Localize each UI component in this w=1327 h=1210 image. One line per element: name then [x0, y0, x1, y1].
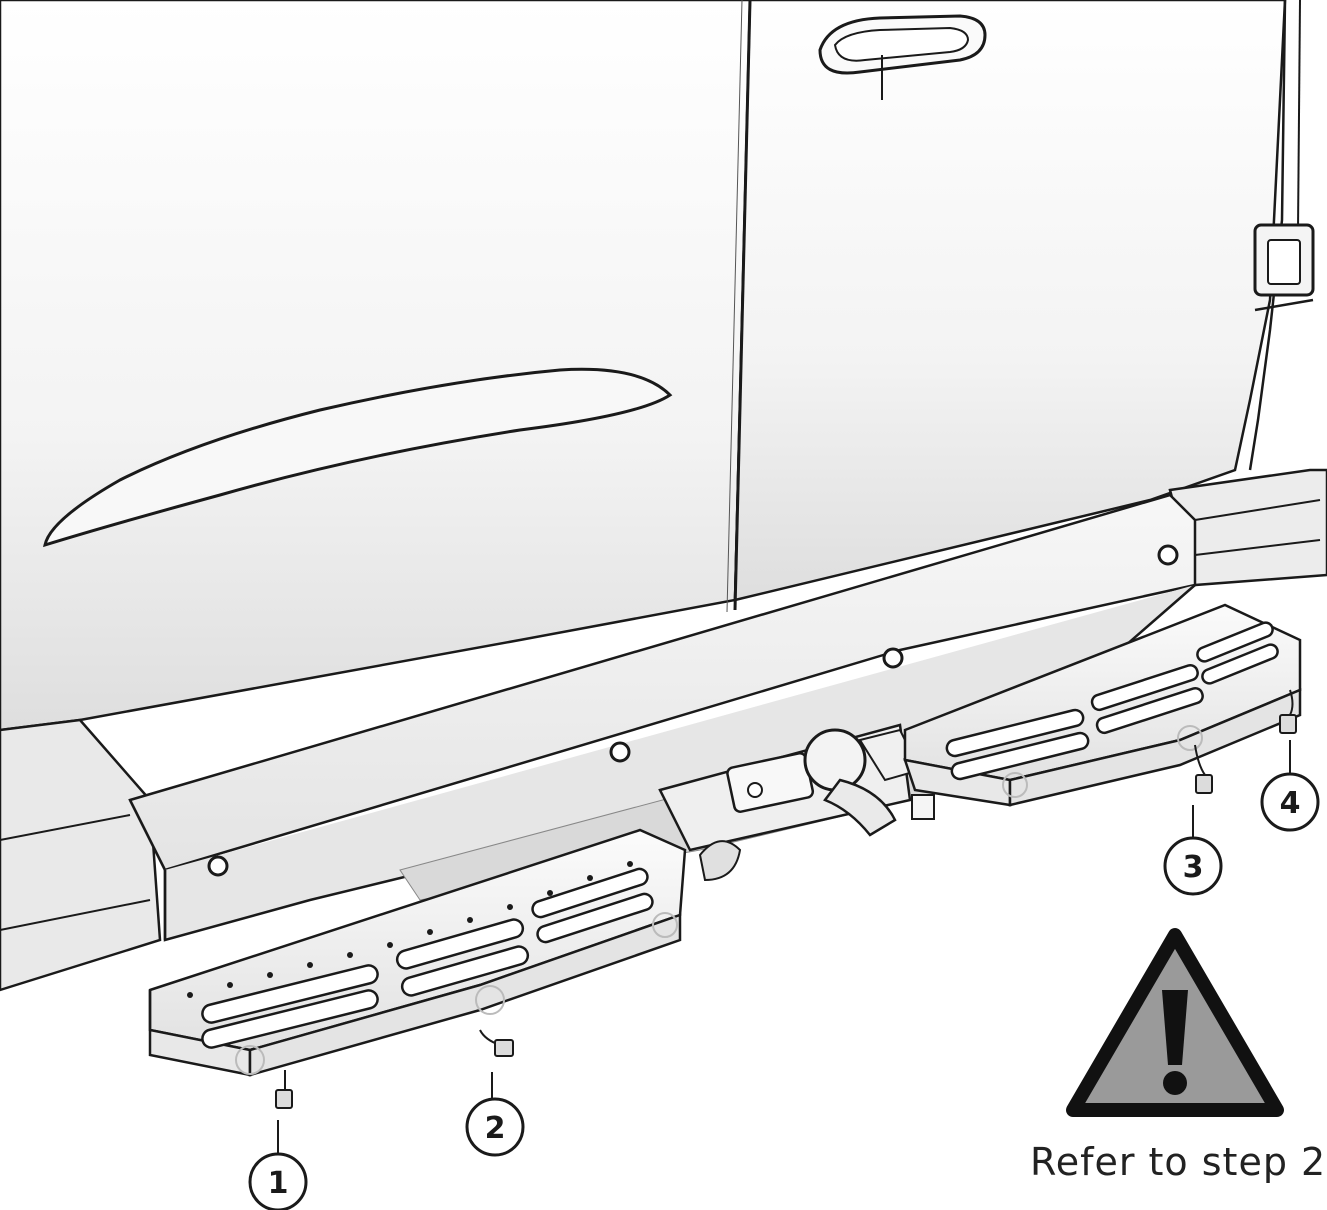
callout-4: 4 [1260, 740, 1320, 832]
door-handle [818, 14, 987, 100]
tow-ball [803, 728, 867, 792]
left-door [0, 0, 752, 732]
door-hinge [1253, 223, 1315, 312]
warning-triangle-icon [1066, 928, 1284, 1117]
van-rear [0, 0, 1327, 992]
tow-hitch [658, 723, 935, 882]
wire-connectors [275, 689, 1297, 1109]
warning-caption: Refer to step 2 [1030, 1140, 1327, 1184]
callout-2: 2 [465, 1072, 525, 1157]
right-door [733, 0, 1287, 602]
door-panel-recess [43, 367, 673, 548]
left-step [148, 828, 687, 1077]
callout-1: 1 [248, 1120, 308, 1210]
callout-2-label: 2 [485, 1111, 506, 1146]
callout-4-label: 4 [1280, 786, 1301, 821]
callout-1-label: 1 [268, 1166, 289, 1201]
callout-3-label: 3 [1183, 850, 1204, 885]
right-step [903, 603, 1302, 807]
callout-3: 3 [1163, 805, 1223, 896]
door-gap [733, 0, 752, 611]
parking-sensors [207, 544, 1179, 877]
